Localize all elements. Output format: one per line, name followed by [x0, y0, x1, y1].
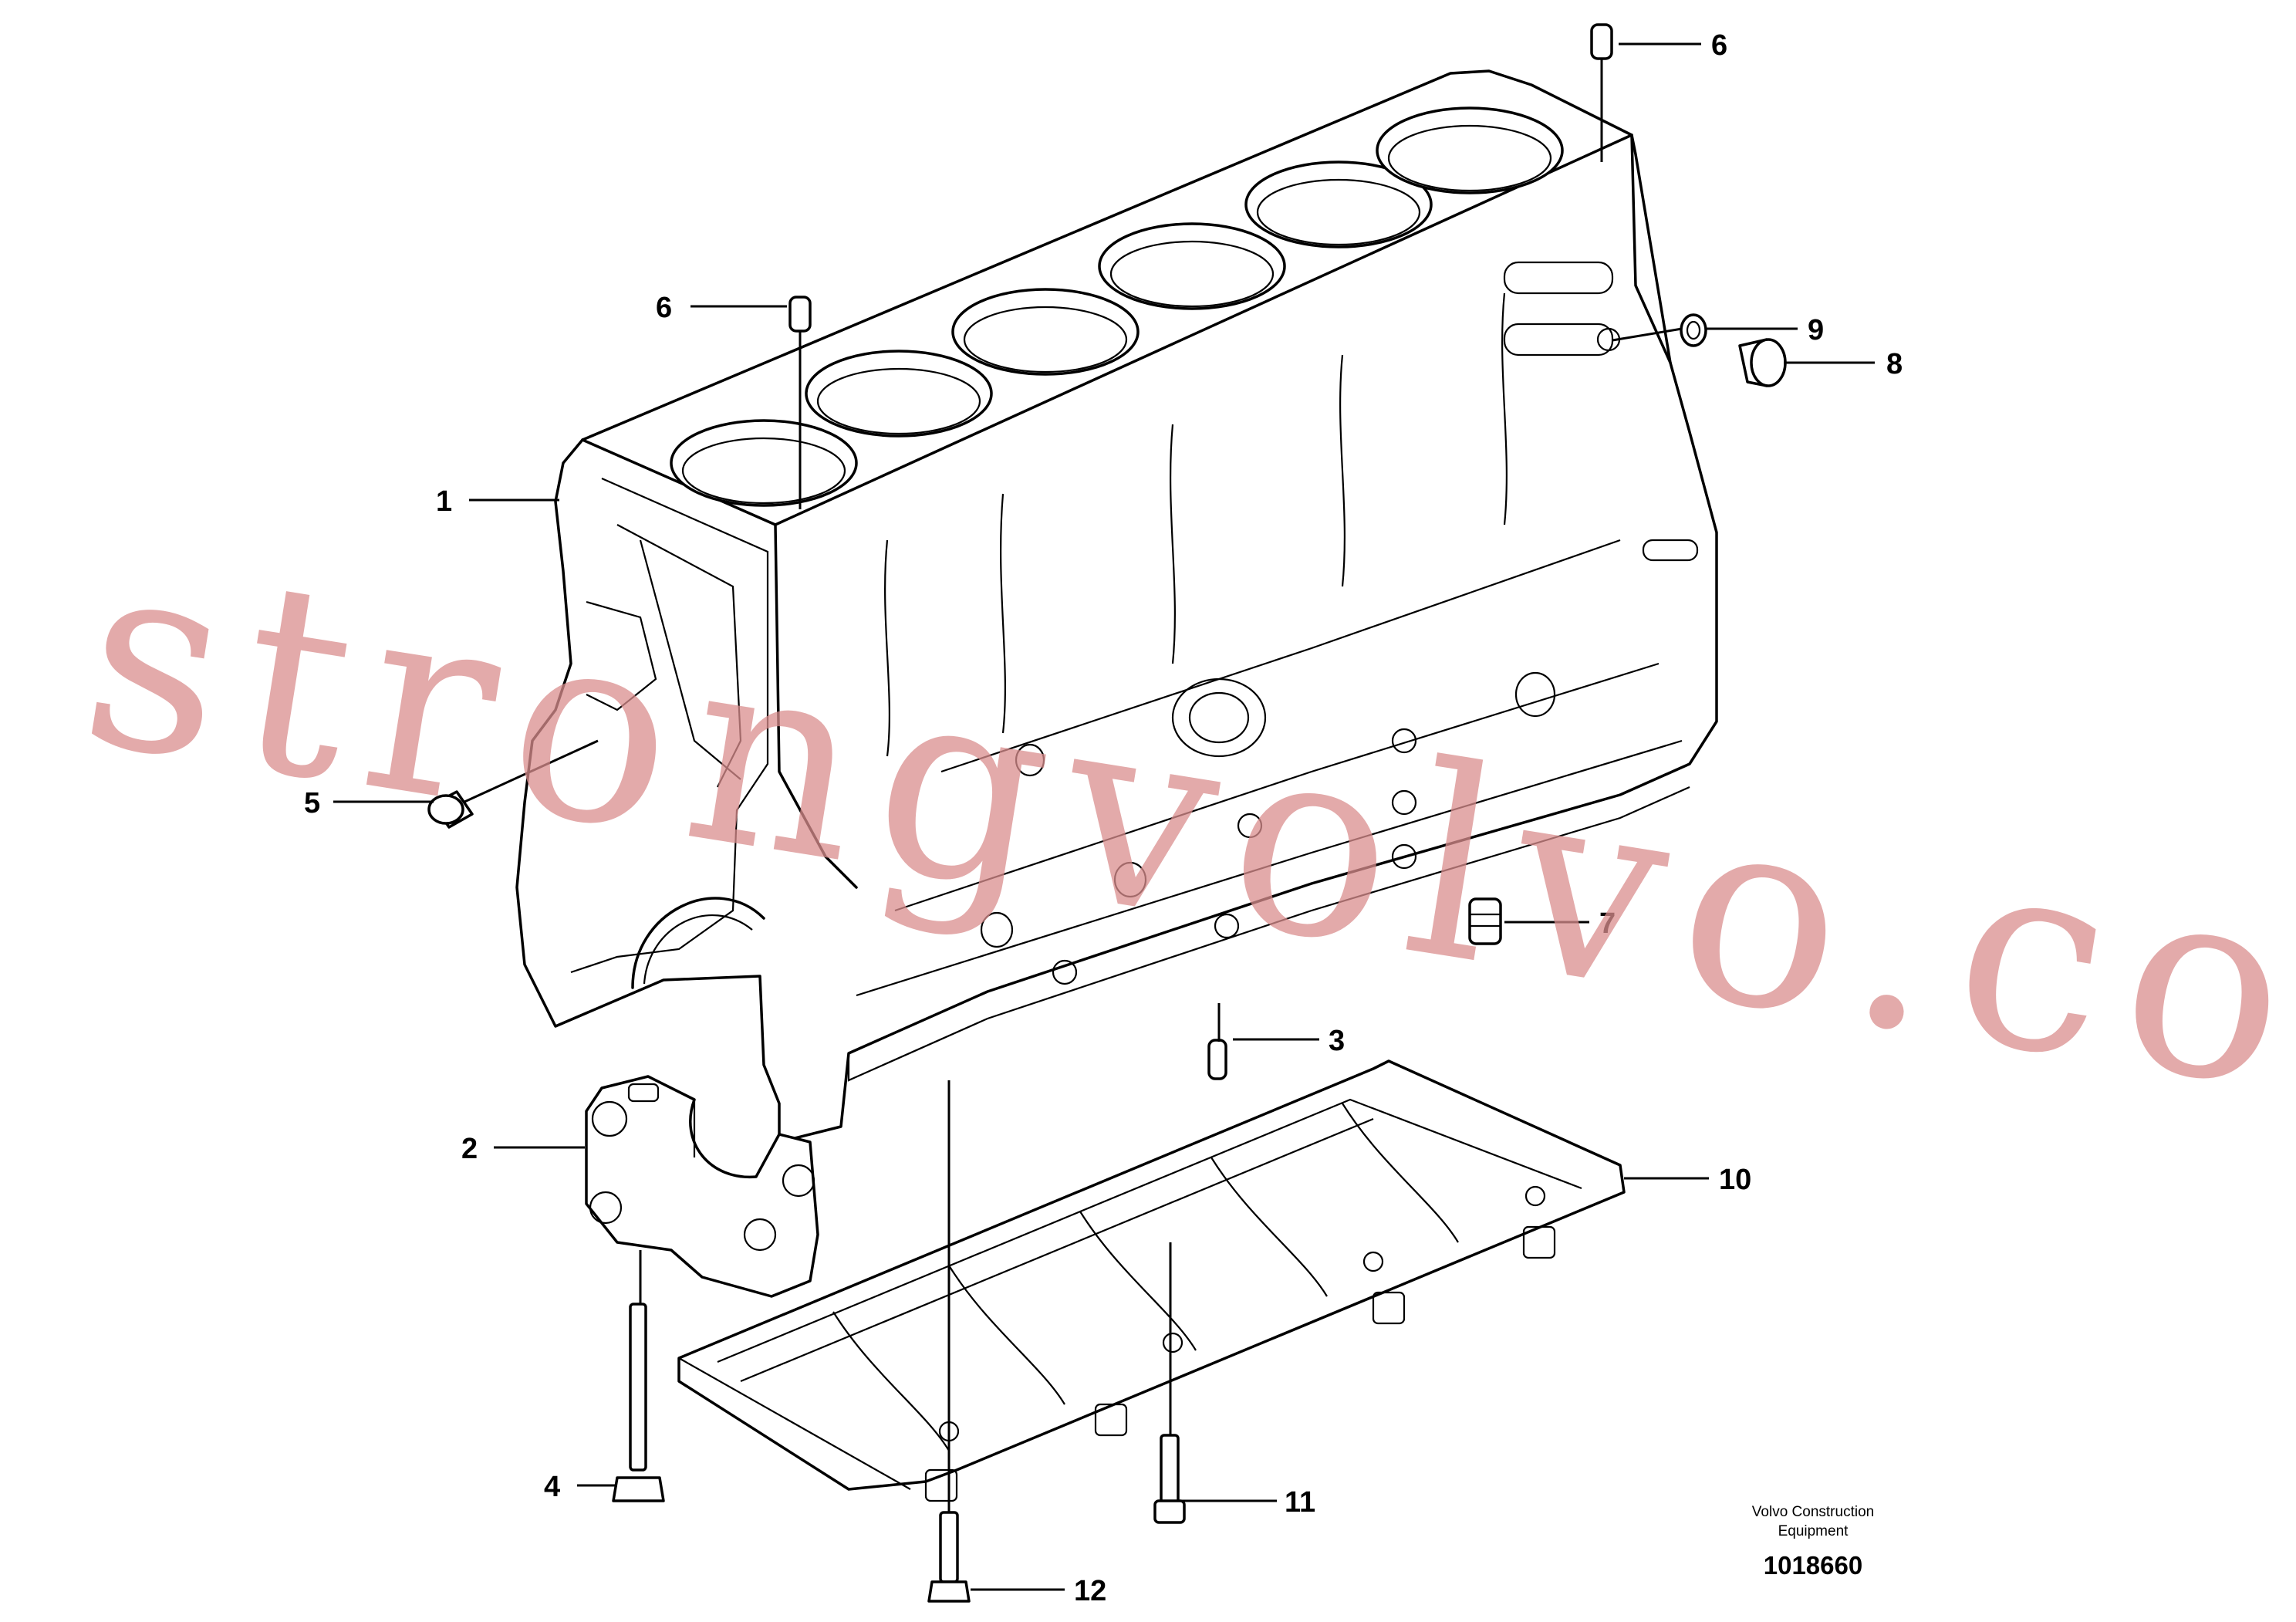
part-4-bolt[interactable] [612, 1303, 665, 1502]
callout-6-upper: 6 [1711, 29, 1727, 62]
caption-block: Volvo Construction Equipment 1018660 [1752, 1504, 1874, 1580]
caption-line-2: Equipment [1778, 1523, 1849, 1539]
callout-1: 1 [436, 485, 452, 518]
part-8-plug[interactable] [1738, 338, 1787, 387]
callout-labels: 1 2 3 4 5 6 6 7 8 9 10 11 12 [304, 29, 1903, 1607]
callout-6-lower: 6 [656, 292, 672, 324]
callout-11: 11 [1285, 1486, 1315, 1519]
cylinder-block[interactable] [515, 69, 1718, 1144]
part-3-dowel[interactable] [1207, 1039, 1227, 1080]
part-6-dowel-upper[interactable] [1590, 23, 1613, 60]
part-11-bolt[interactable] [1153, 1434, 1186, 1524]
part-7-plug[interactable] [1468, 897, 1502, 945]
drawing-number: 1018660 [1764, 1551, 1862, 1580]
leader-lines [333, 42, 1875, 1591]
callout-3: 3 [1329, 1025, 1345, 1057]
cylinder-bores [670, 106, 1564, 507]
callout-2: 2 [461, 1133, 478, 1165]
part-5-plug[interactable] [427, 790, 474, 829]
part-12-bolt[interactable] [927, 1511, 971, 1603]
callout-5: 5 [304, 787, 320, 819]
bedplate-frame[interactable] [677, 1059, 1626, 1502]
callout-12: 12 [1074, 1575, 1106, 1607]
callout-9: 9 [1808, 314, 1824, 346]
callout-7: 7 [1599, 907, 1616, 940]
part-6-dowel-lower[interactable] [788, 296, 812, 333]
callout-10: 10 [1719, 1164, 1751, 1196]
callout-8: 8 [1886, 348, 1903, 380]
part-9-washer[interactable] [1680, 313, 1707, 347]
callout-4: 4 [544, 1471, 560, 1503]
caption-line-1: Volvo Construction [1752, 1504, 1874, 1520]
main-bearing-cap[interactable] [585, 1075, 819, 1298]
